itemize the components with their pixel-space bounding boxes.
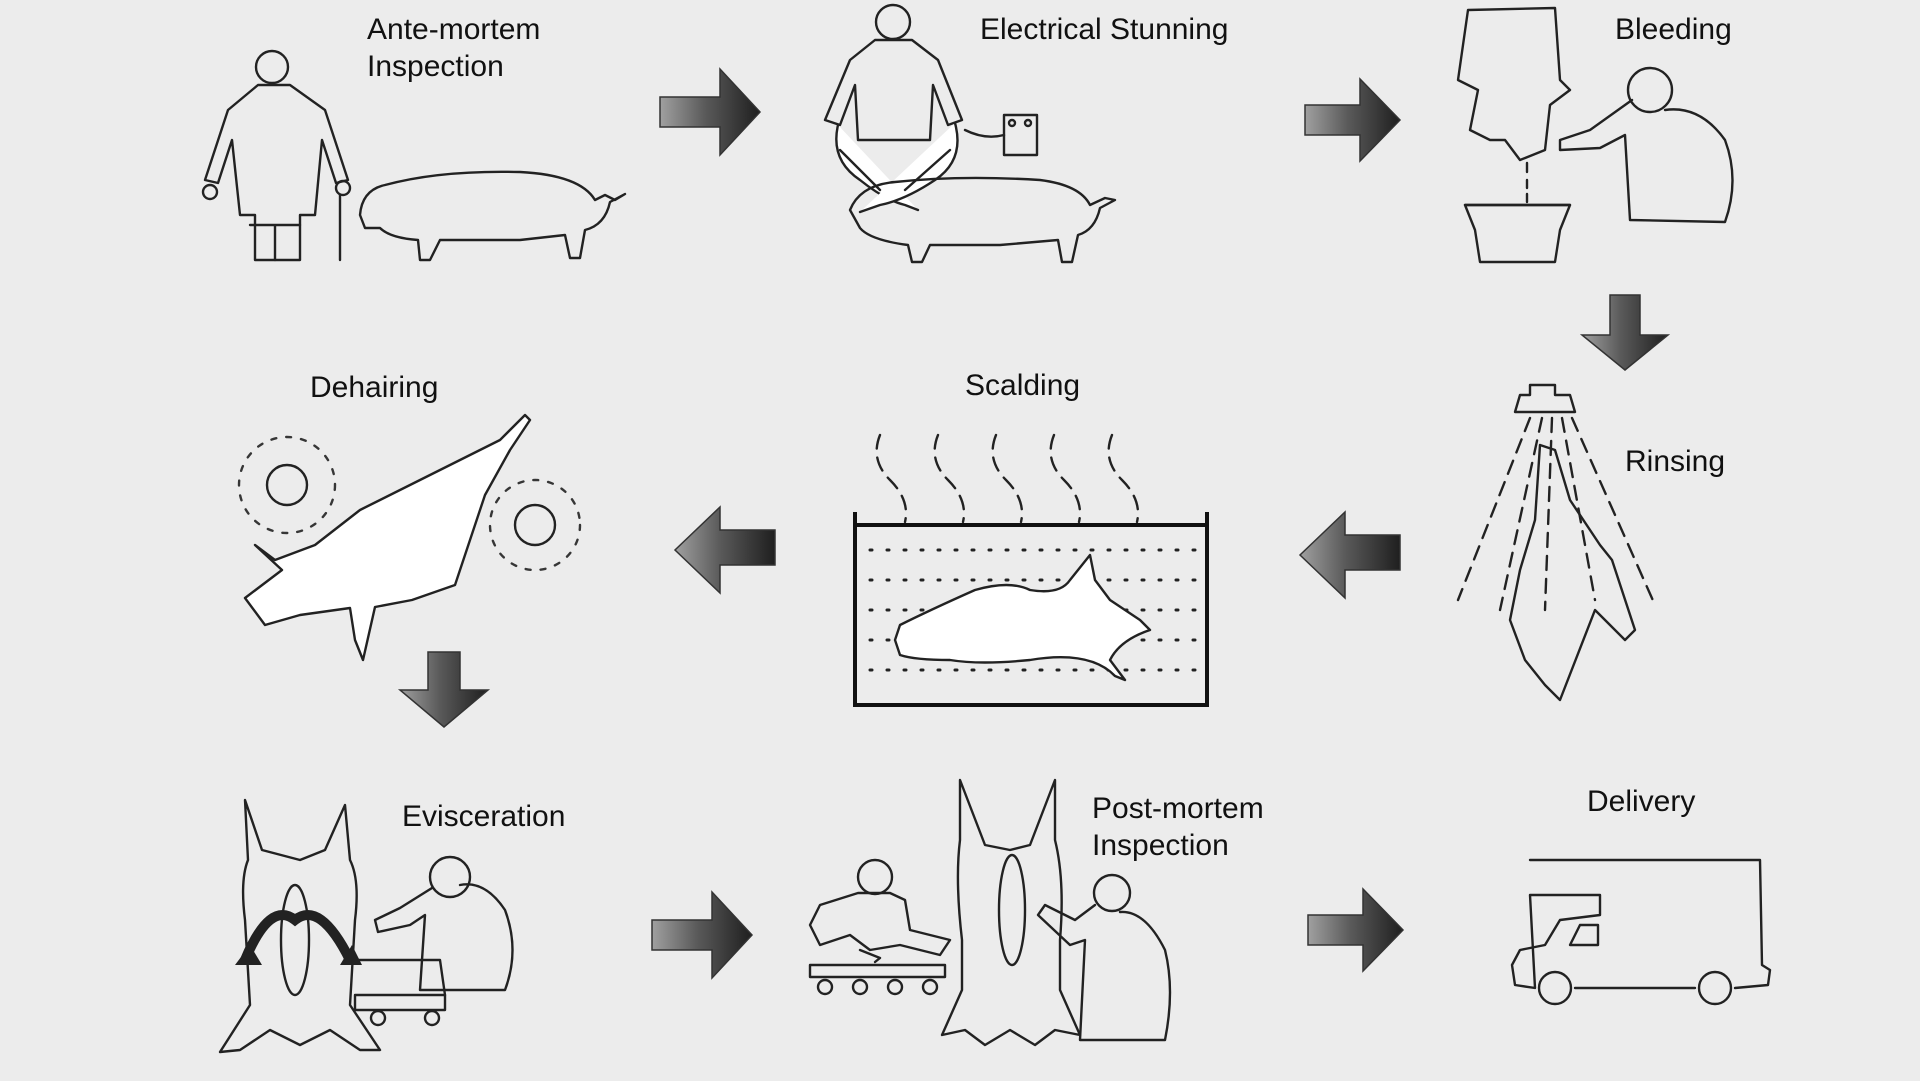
delivery-truck-icon <box>1510 858 1772 1006</box>
step-label-bleeding: Bleeding <box>1615 13 1732 46</box>
arrow-bleeding-to-rinsing <box>1579 294 1671 371</box>
arrow-dehairing-to-evisceration <box>397 651 491 728</box>
inspector-with-pig-icon <box>201 49 627 262</box>
step-label-ante-mortem: Ante-mortem Inspection <box>367 13 541 83</box>
step-label-scalding: Scalding <box>965 369 1081 402</box>
arrow-evisceration-to-post-mortem <box>651 890 754 980</box>
step-label-evisceration: Evisceration <box>402 800 566 833</box>
shower-rinse-icon <box>1456 383 1657 702</box>
step-label-post-mortem: Post-mortem Inspection <box>1092 792 1264 862</box>
post-mortem-inspector-icon <box>808 778 1172 1047</box>
arrow-post-mortem-to-delivery <box>1307 887 1405 973</box>
arrow-ante-mortem-to-stunning <box>659 67 762 157</box>
dehairing-rollers-icon <box>237 413 582 662</box>
arrow-rinsing-to-scalding <box>1298 510 1401 600</box>
bleeding-carcass-icon <box>1456 6 1734 264</box>
evisceration-icon <box>218 798 514 1054</box>
arrow-stunning-to-bleeding <box>1304 77 1402 163</box>
step-label-stunning: Electrical Stunning <box>980 13 1229 46</box>
stunning-tongs-icon <box>823 3 1117 264</box>
step-label-dehairing: Dehairing <box>310 371 439 404</box>
step-label-delivery: Delivery <box>1587 785 1696 818</box>
step-label-rinsing: Rinsing <box>1625 445 1726 478</box>
arrow-scalding-to-dehairing <box>673 505 776 595</box>
scalding-tank-icon <box>853 433 1209 707</box>
